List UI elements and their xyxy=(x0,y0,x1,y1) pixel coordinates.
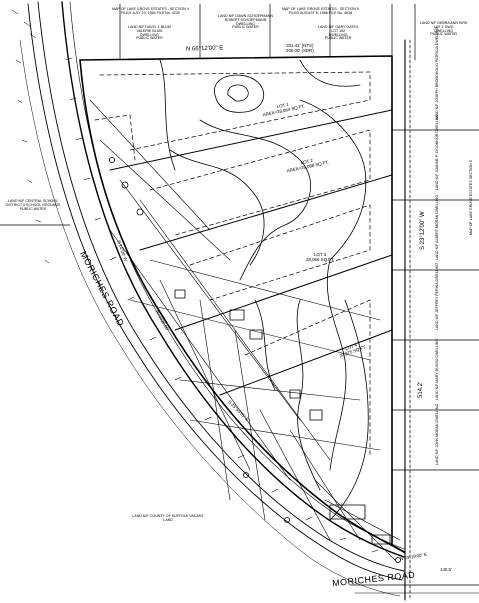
east-line-distance: 514.2' xyxy=(418,381,424,398)
site-structures xyxy=(109,157,401,563)
north-line-bearing: N 66°12'00" E xyxy=(185,45,224,53)
map-filed-text: FILED JULY 13, 1964 FILE No. 4230 xyxy=(121,10,180,15)
map-reference-section-5: MAP OF LAKE GROVE ESTATES - SECTION 5 FI… xyxy=(282,7,359,16)
topo-contours xyxy=(159,59,369,521)
owner-name: LAND N/F DAWN SCHOEPMANN xyxy=(218,14,273,18)
owner-lot: LOT 152 xyxy=(331,28,346,33)
frontage-marks xyxy=(11,9,50,264)
south-line-distance: 140.5' xyxy=(440,567,452,572)
owner-name-2: VALERIE BLUM xyxy=(136,28,163,33)
adjacent-lot-lines xyxy=(0,3,479,601)
east-owner-2: LAND N/F JOANNE P. O'CONNOR DWELLING xyxy=(435,113,439,190)
owner-label-blum: LAND N/F DAVID J. BLUM VALERIE BLUM DWEL… xyxy=(128,25,171,41)
road-ticks xyxy=(65,57,379,553)
map-filed-text: FILED AUGUST 6, 1966 FILE No. 4638 xyxy=(288,10,352,15)
owner-name: LAND N/F DEBRA ANN KIRK xyxy=(420,21,468,25)
owner-water: PUBLIC WATER xyxy=(232,25,259,30)
owner-use: DWELLING xyxy=(236,21,255,26)
east-map-label: MAP OF LAKE GROVE ESTATES SECTION 5 xyxy=(469,160,473,235)
west-owner-label: LAND N/F CENTRAL SCHOOL DISTRICT 5 SCHOO… xyxy=(5,199,61,211)
lot-area: 28,056 SQ.FT. xyxy=(306,256,335,262)
lot-division-lines xyxy=(109,109,393,396)
distance-text: 331.41' (NTS) xyxy=(286,43,314,48)
east-owner-5: LAND N/F MARY RUSSO DWELLING xyxy=(435,338,439,400)
lot-3-label: LOT 3 28,056 SQ.FT. xyxy=(306,252,335,262)
owner-name: LAND N/F GARY OATES xyxy=(318,25,359,29)
north-line-distance: 331.41' (NTS) 200.00' (SDR) xyxy=(286,43,314,53)
map-reference-text: MAP OF LAKE GROVE ESTATES - SECTION 4 xyxy=(112,7,189,11)
owner-name-2: ROBERT SCHOEPMANN xyxy=(224,17,267,22)
owner-label-oates: LAND N/F GARY OATES LOT 152 DWELLING PUB… xyxy=(318,25,359,41)
utility-lines xyxy=(89,99,401,561)
distance-text-2: 200.00' (SDR) xyxy=(286,47,314,53)
east-owner-1: LAND N/F JOSEPH BRONCHOLIO PATRICIA DWEL… xyxy=(435,26,439,120)
owner-label-kirk: LAND N/F DEBRA ANN KIRK LOT 1 DWG DWELLI… xyxy=(420,21,468,37)
east-owner-4: LAND N/F JEFFREY PERINA DWELLING xyxy=(435,262,439,330)
property-boundary xyxy=(79,55,405,553)
owner-lot: LOT 1 DWG xyxy=(433,24,454,29)
owner-use: DWELLING xyxy=(434,28,454,33)
lot-name: LOT 3 xyxy=(314,252,327,257)
east-owner-6: LAND N/F JOHN MORAN DWELLING xyxy=(435,403,439,465)
east-owner-3: LAND N/F ALBERT MORAN DWELLING xyxy=(435,194,439,260)
owner-water: PUBLIC WATER xyxy=(324,36,352,41)
owner-use: DWELLING xyxy=(328,32,348,37)
owner-use: DWELLING xyxy=(140,32,159,37)
south-owner-label: LAND N/F COUNTY OF SUFFOLK VACANT LAND xyxy=(132,514,204,522)
owner-water: PUBLIC WATER xyxy=(136,36,163,41)
owner-label-schoepmann: LAND N/F DAWN SCHOEPMANN ROBERT SCHOEPMA… xyxy=(218,14,273,30)
map-reference-section-4: MAP OF LAKE GROVE ESTATES - SECTION 4 FI… xyxy=(112,7,189,16)
map-reference-text: MAP OF LAKE GROVE ESTATES - SECTION 5 xyxy=(282,7,359,11)
owner-name: LAND N/F DAVID J. BLUM xyxy=(128,25,171,29)
setback-lines xyxy=(94,71,371,456)
owner-water: PUBLIC WATER xyxy=(430,32,457,37)
east-line-bearing: S 23°12'00" W xyxy=(420,211,426,250)
